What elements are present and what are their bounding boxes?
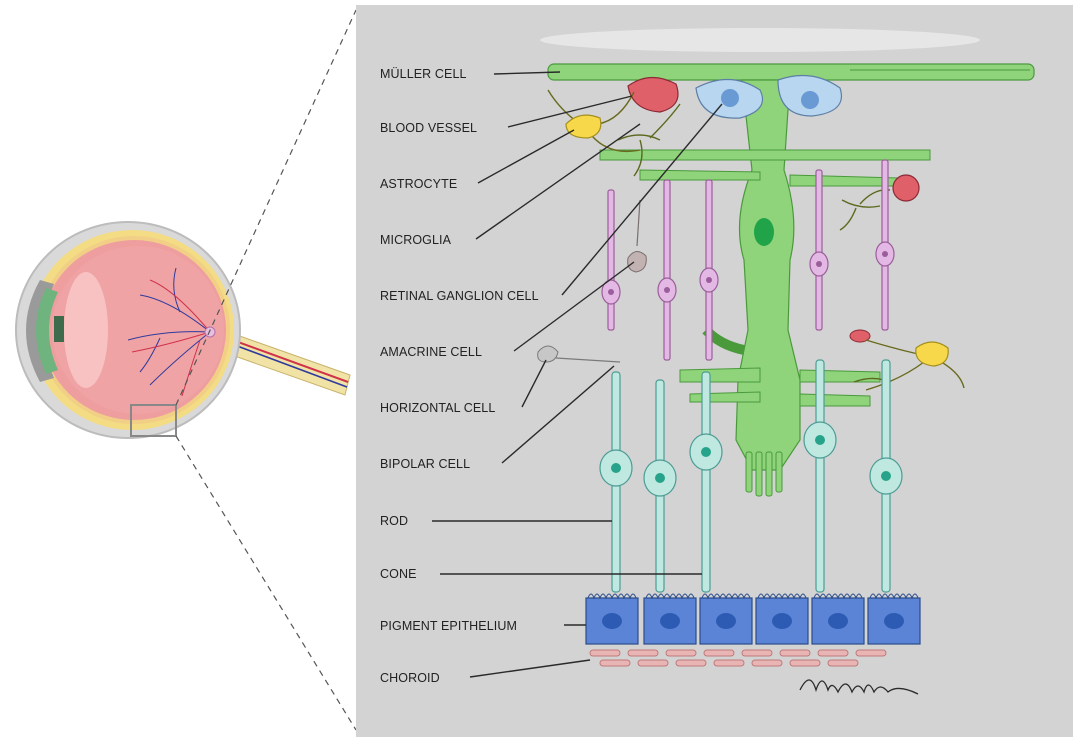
label-amacrine-cell: AMACRINE CELL — [380, 345, 482, 359]
label-choroid: CHOROID — [380, 671, 440, 685]
label-bipolar-cell: BIPOLAR CELL — [380, 457, 470, 471]
label-rod: ROD — [380, 514, 408, 528]
label-muller-cell: MÜLLER CELL — [380, 67, 467, 81]
label-microglia: MICROGLIA — [380, 233, 451, 247]
label-horizontal-cell: HORIZONTAL CELL — [380, 401, 495, 415]
label-astrocyte: ASTROCYTE — [380, 177, 457, 191]
label-retinal-ganglion-cell: RETINAL GANGLION CELL — [380, 289, 539, 303]
signature — [800, 680, 918, 694]
label-cone: CONE — [380, 567, 417, 581]
label-blood-vessel: BLOOD VESSEL — [380, 121, 477, 135]
leader-lines — [432, 72, 722, 677]
pigment-epithelium-cells — [586, 598, 920, 644]
label-pigment-epithelium: PIGMENT EPITHELIUM — [380, 619, 517, 633]
choroid-layer — [590, 650, 886, 666]
